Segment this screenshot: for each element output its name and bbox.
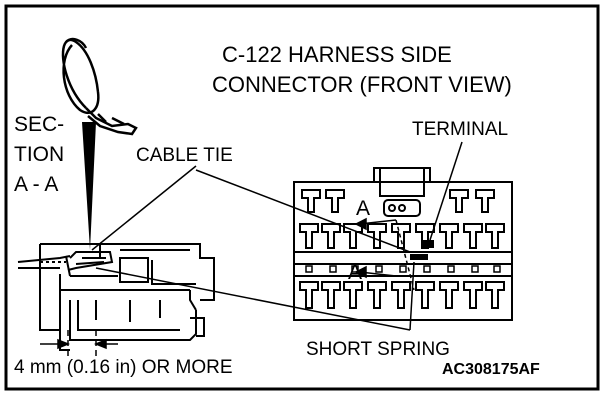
dimension-label: 4 mm (0.16 in) OR MORE <box>14 357 233 378</box>
connector-front-view <box>293 167 513 321</box>
terminal-label: TERMINAL <box>412 119 509 140</box>
dimension-marker <box>40 330 118 356</box>
diagram-title-line1: C-122 HARNESS SIDE <box>222 42 452 67</box>
section-mark-lower: A <box>348 261 363 284</box>
section-pointer-wedge <box>82 122 96 250</box>
section-label-line3: A - A <box>14 173 59 196</box>
short-spring-mark <box>410 254 428 260</box>
cable-tie-illustration <box>61 37 138 136</box>
leader-lines <box>91 141 463 331</box>
figure-frame <box>4 4 600 391</box>
short-spring-label: SHORT SPRING <box>306 339 450 360</box>
section-label-line2: TION <box>14 143 65 166</box>
cable-tie-label: CABLE TIE <box>136 145 233 166</box>
connector-spring-slots <box>305 265 501 273</box>
terminal-mark <box>422 240 434 248</box>
figure-code: AC308175AF <box>442 361 540 378</box>
section-label-line1: SEC- <box>14 113 65 136</box>
section-a-a-illustration <box>17 243 215 351</box>
diagram-title-line2: CONNECTOR (FRONT VIEW) <box>212 72 512 97</box>
section-mark-upper: A <box>356 197 371 220</box>
connector-terminals <box>299 189 505 309</box>
